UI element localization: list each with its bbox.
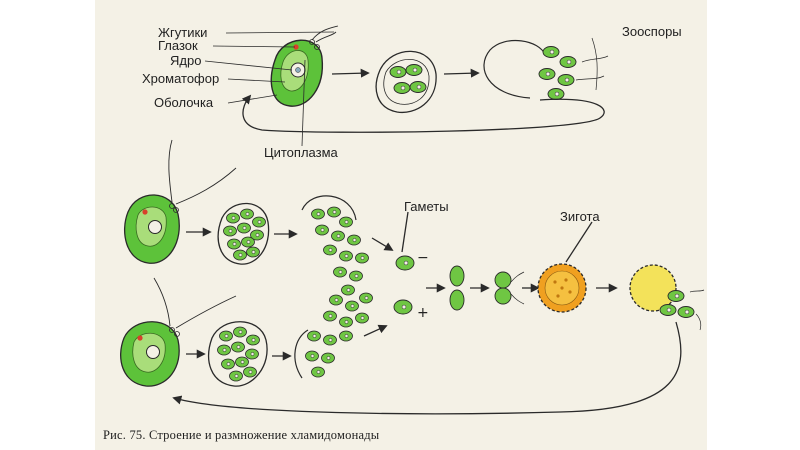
- label-zoospores: Зооспоры: [622, 24, 682, 39]
- zygote: [537, 263, 587, 313]
- top-row-arrows: [241, 68, 605, 133]
- division-upper: [217, 202, 270, 265]
- gamete-fusion-2: [494, 271, 525, 305]
- label-envelope: Оболочка: [154, 95, 214, 110]
- parent-cell-lower: [120, 277, 237, 387]
- sign-plus: +: [417, 305, 429, 321]
- label-nucleus: Ядро: [170, 53, 202, 68]
- gamete-plus: [393, 299, 413, 315]
- gamete-minus: [395, 255, 415, 271]
- mature-cell-top: [270, 25, 339, 107]
- label-chromatophore: Хроматофор: [142, 71, 220, 86]
- figure-caption: Рис. 75. Строение и размножение хламидом…: [103, 428, 380, 442]
- label-flagella: Жгутики: [158, 25, 208, 40]
- gamete-release-upper: [301, 195, 369, 296]
- bottom-row-arrows: [172, 211, 682, 415]
- division-lower: [208, 321, 268, 387]
- label-gametes: Гаметы: [404, 199, 449, 214]
- zygote-germination: [629, 264, 705, 331]
- label-cytoplasm: Цитоплазма: [264, 145, 338, 160]
- label-eyespot: Глазок: [158, 38, 198, 53]
- label-zygote: Зигота: [560, 209, 600, 224]
- gamete-fusion-1: [449, 265, 465, 311]
- gamete-release-lower: [294, 292, 373, 379]
- parent-cell-upper: [124, 139, 237, 264]
- sign-minus: −: [417, 250, 429, 266]
- sporangium: [375, 50, 437, 114]
- zoospores-release: [483, 37, 609, 100]
